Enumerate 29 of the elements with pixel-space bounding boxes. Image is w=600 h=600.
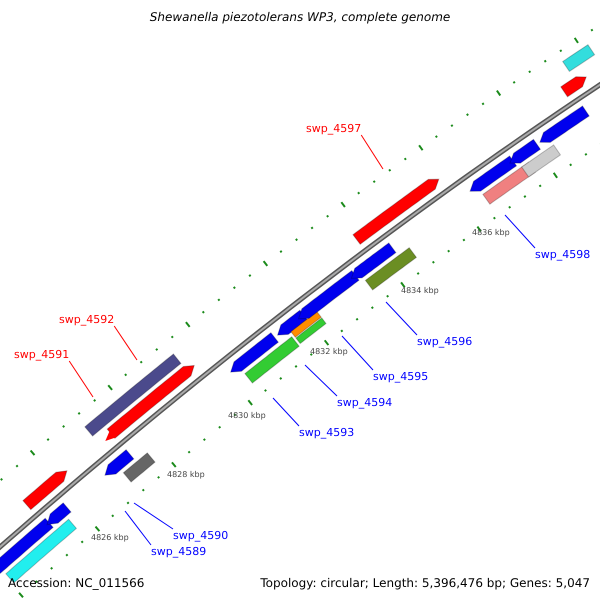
- tick-label: 4832 kbp: [310, 346, 348, 357]
- gene-label: swp_4597: [306, 122, 362, 135]
- leader-line: [386, 302, 418, 336]
- leader-line: [504, 214, 536, 248]
- leader-line: [114, 326, 138, 360]
- map-title: Shewanella piezotolerans WP3, complete genome: [148, 10, 452, 24]
- leader-line: [134, 502, 174, 530]
- gene-label: swp_4596: [417, 335, 472, 348]
- tick-label: 4836 kbp: [472, 227, 510, 238]
- gene-label: swp_4589: [151, 545, 206, 558]
- gene-label: swp_4598: [535, 248, 590, 261]
- leader-line: [360, 134, 384, 170]
- leader-line: [304, 364, 338, 396]
- gene-label: swp_4595: [373, 370, 428, 383]
- gene-label: swp_4593: [299, 426, 354, 439]
- gene-label: swp_4594: [337, 396, 392, 409]
- tick-label: 4834 kbp: [401, 285, 439, 296]
- tick-label: 4830 kbp: [228, 410, 266, 421]
- tick-label: 4828 kbp: [167, 469, 205, 480]
- genome-info-text: Topology: circular; Length: 5,396,476 bp; Genes: 5,047: [260, 576, 590, 590]
- leader-line: [124, 510, 152, 546]
- leader-line: [68, 360, 94, 398]
- gene-label: swp_4590: [173, 529, 228, 542]
- leader-line: [272, 398, 300, 426]
- accession-text: Accession: NC_011566: [8, 576, 144, 590]
- tick-label: 4826 kbp: [91, 532, 129, 543]
- leader-line: [342, 336, 374, 370]
- gene-label: swp_4591: [14, 348, 70, 361]
- gene-label: swp_4592: [59, 313, 114, 326]
